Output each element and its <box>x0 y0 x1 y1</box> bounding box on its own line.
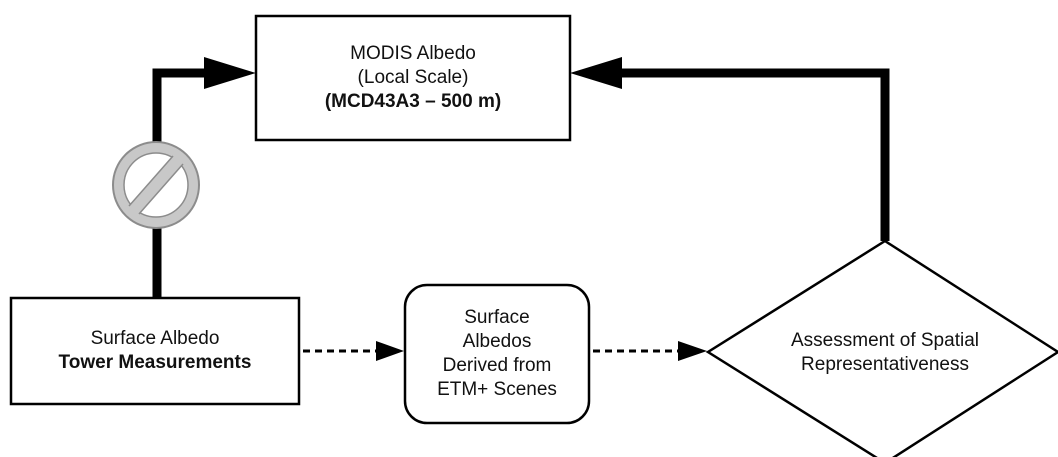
etm-line2: Albedos <box>462 331 532 352</box>
modis-scale: (Local Scale) <box>357 67 469 88</box>
assessment-label: Assessment of Spatial Representativeness <box>740 318 1030 388</box>
tower-to-modis-arrowhead <box>204 57 256 89</box>
tower-to-etm-arrowhead <box>376 341 404 361</box>
tower-line2: Tower Measurements <box>58 352 252 373</box>
modis-albedo-label: MODIS Albedo (Local Scale) (MCD43A3 – 50… <box>256 16 570 140</box>
assessment-diamond <box>705 239 1058 457</box>
assessment-to-modis-arrowhead <box>570 57 622 89</box>
modis-product: (MCD43A3 – 500 m) <box>324 91 502 112</box>
modis-title: MODIS Albedo <box>350 43 476 64</box>
tower-measurements-box <box>9 296 301 406</box>
assessment-to-modis-connector <box>620 68 890 241</box>
etm-line3: Derived from <box>442 355 552 376</box>
tower-line1: Surface Albedo <box>90 328 220 349</box>
etm-scenes-box <box>403 283 591 425</box>
etm-scenes-label: Surface Albedos Derived from ETM+ Scenes <box>405 285 589 423</box>
assessment-line2: Representativeness <box>801 354 969 375</box>
etm-to-assessment-arrowhead <box>678 341 707 361</box>
etm-line1: Surface <box>464 307 530 328</box>
modis-albedo-box <box>254 14 572 142</box>
tower-measurements-label: Surface Albedo Tower Measurements <box>11 298 299 404</box>
assessment-line1: Assessment of Spatial <box>791 330 979 351</box>
etm-line4: ETM+ Scenes <box>437 379 557 400</box>
prohibited-icon <box>112 141 200 229</box>
